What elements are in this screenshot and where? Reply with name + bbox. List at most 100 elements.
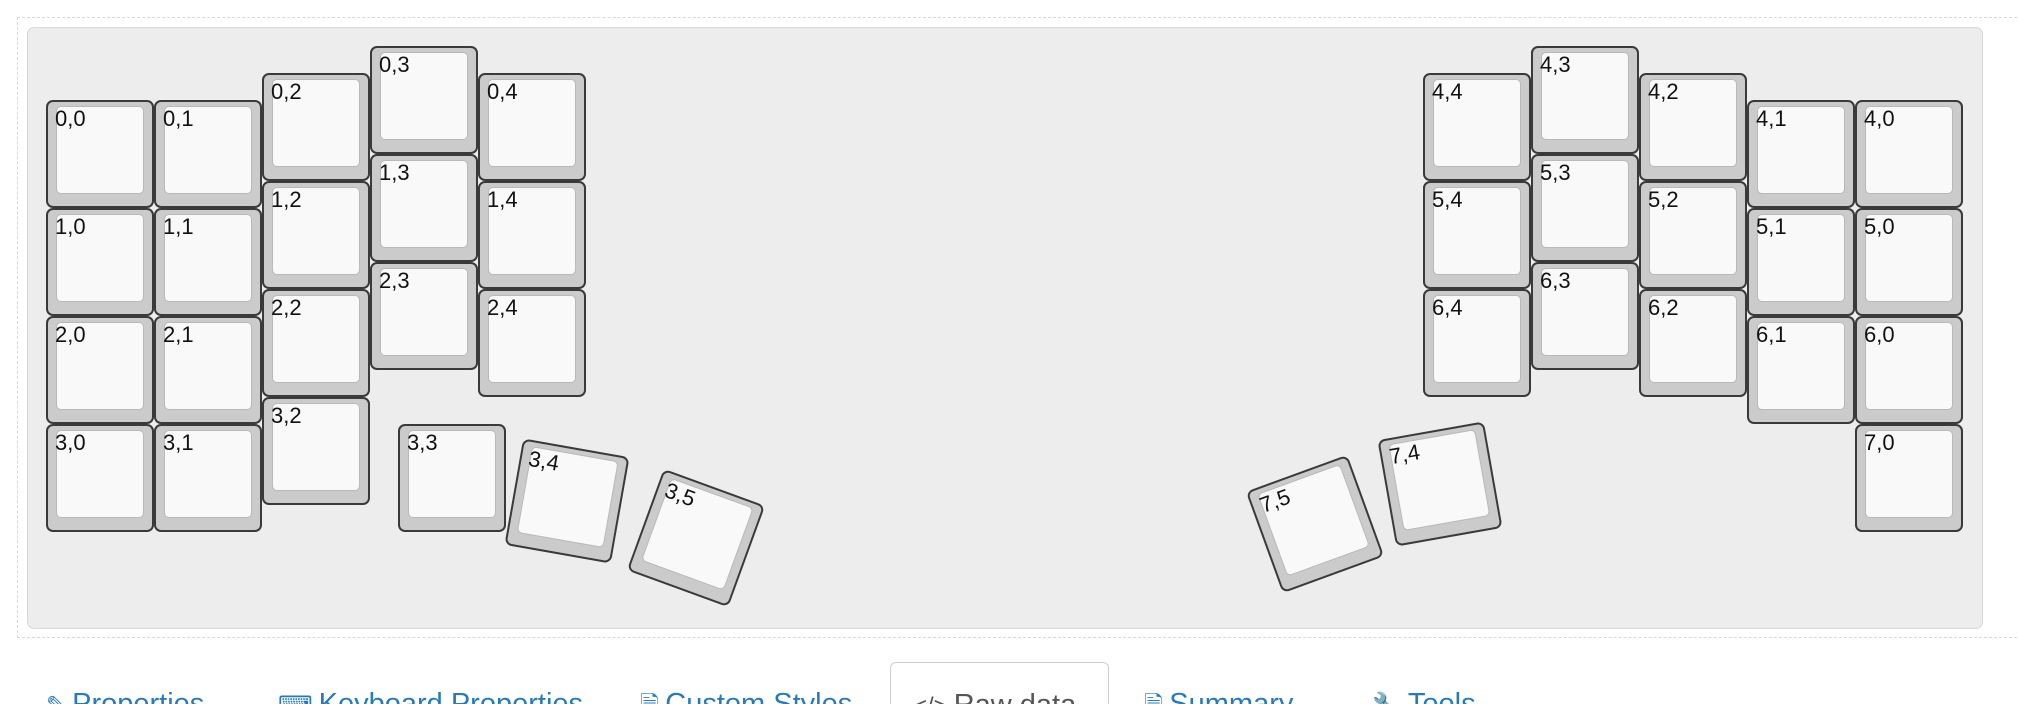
key[interactable]: 6,1 — [1747, 316, 1855, 424]
key[interactable]: 4,2 — [1639, 73, 1747, 181]
key[interactable]: 4,3 — [1531, 46, 1639, 154]
key-legend: 6,1 — [1756, 322, 1787, 347]
keycap-top — [56, 106, 144, 194]
key-legend: 3,4 — [526, 445, 562, 476]
key-legend: 2,3 — [379, 268, 410, 293]
key[interactable]: 5,2 — [1639, 181, 1747, 289]
keycap-top — [1649, 295, 1737, 383]
keycap-top — [164, 322, 252, 410]
key-legend: 3,3 — [407, 430, 438, 455]
key[interactable]: 0,0 — [46, 100, 154, 208]
key[interactable]: 0,2 — [262, 73, 370, 181]
key[interactable]: 0,4 — [478, 73, 586, 181]
tab-tools[interactable]: 🔧Tools — [1350, 662, 1498, 704]
key-legend: 5,3 — [1540, 160, 1571, 185]
file-icon: 🗎 — [640, 690, 659, 704]
key[interactable]: 5,4 — [1423, 181, 1531, 289]
keycap-top — [164, 106, 252, 194]
keycap-top — [272, 403, 360, 491]
key[interactable]: 7,5 — [1245, 454, 1385, 594]
keyboard-icon: ⌨ — [278, 690, 313, 704]
key[interactable]: 2,1 — [154, 316, 262, 424]
keycap-top — [56, 214, 144, 302]
tab-label: Summary — [1169, 688, 1294, 704]
keycap-top — [1649, 79, 1737, 167]
keycap-top — [380, 52, 468, 140]
keycap-top — [1541, 52, 1629, 140]
key[interactable]: 4,4 — [1423, 73, 1531, 181]
key[interactable]: 2,4 — [478, 289, 586, 397]
file-icon: 🗎 — [1144, 690, 1163, 704]
key[interactable]: 7,4 — [1377, 421, 1503, 547]
tab-summary[interactable]: 🗎 Summary — [1122, 662, 1315, 704]
keycap-top — [1865, 322, 1953, 410]
key[interactable]: 5,1 — [1747, 208, 1855, 316]
key[interactable]: 6,0 — [1855, 316, 1963, 424]
editor-tabs: ✎Properties ⌨Keyboard Properties 🗎 Custom… — [0, 660, 2018, 704]
tab-keyboard-properties[interactable]: ⌨Keyboard Properties — [256, 662, 605, 704]
keycap-top — [1757, 106, 1845, 194]
key-legend: 4,0 — [1864, 106, 1895, 131]
key[interactable]: 2,2 — [262, 289, 370, 397]
keycap-top — [1865, 214, 1953, 302]
key[interactable]: 1,4 — [478, 181, 586, 289]
key[interactable]: 2,0 — [46, 316, 154, 424]
keycap-top — [272, 295, 360, 383]
key-legend: 6,0 — [1864, 322, 1895, 347]
keycap-top — [1757, 322, 1845, 410]
key[interactable]: 1,1 — [154, 208, 262, 316]
key[interactable]: 7,0 — [1855, 424, 1963, 532]
key-legend: 2,1 — [163, 322, 194, 347]
key[interactable]: 4,0 — [1855, 100, 1963, 208]
key-legend: 0,1 — [163, 106, 194, 131]
tab-label: Tools — [1407, 688, 1476, 704]
key[interactable]: 3,3 — [398, 424, 506, 532]
key[interactable]: 2,3 — [370, 262, 478, 370]
key[interactable]: 1,3 — [370, 154, 478, 262]
key[interactable]: 5,0 — [1855, 208, 1963, 316]
key[interactable]: 0,3 — [370, 46, 478, 154]
key[interactable]: 1,0 — [46, 208, 154, 316]
keycap-top — [1865, 106, 1953, 194]
tab-label: Custom Styles — [665, 688, 853, 704]
keycap-top — [1541, 160, 1629, 248]
key[interactable]: 3,1 — [154, 424, 262, 532]
key[interactable]: 6,3 — [1531, 262, 1639, 370]
key[interactable]: 3,2 — [262, 397, 370, 505]
tab-properties[interactable]: ✎Properties — [24, 662, 226, 704]
tab-custom-styles[interactable]: 🗎 Custom Styles — [618, 662, 874, 704]
keycap-top — [640, 477, 754, 591]
key-legend: 4,1 — [1756, 106, 1787, 131]
key-legend: 4,2 — [1648, 79, 1679, 104]
key[interactable]: 6,4 — [1423, 289, 1531, 397]
key-legend: 1,3 — [379, 160, 410, 185]
key-legend: 5,2 — [1648, 187, 1679, 212]
key[interactable]: 1,2 — [262, 181, 370, 289]
editor-frame — [17, 17, 2018, 638]
key-legend: 5,1 — [1756, 214, 1787, 239]
keycap-top — [1541, 268, 1629, 356]
key-legend: 0,3 — [379, 52, 410, 77]
keycap-top — [164, 214, 252, 302]
key[interactable]: 4,1 — [1747, 100, 1855, 208]
keycap-top — [1865, 430, 1953, 518]
key-legend: 1,1 — [163, 214, 194, 239]
key[interactable]: 0,1 — [154, 100, 262, 208]
keycap-top — [408, 430, 496, 518]
tab-label: Properties — [72, 688, 205, 704]
code-icon: </> — [913, 691, 948, 704]
key-legend: 5,4 — [1432, 187, 1463, 212]
keyboard-canvas[interactable]: 0,0 0,1 0,2 0,3 0,4 1,0 1,1 1,2 1,3 1,4 … — [27, 27, 1983, 629]
tab-raw-data[interactable]: </>Raw data — [890, 662, 1109, 704]
key[interactable]: 6,2 — [1639, 289, 1747, 397]
keycap-top — [488, 295, 576, 383]
keycap-top — [1433, 187, 1521, 275]
key[interactable]: 5,3 — [1531, 154, 1639, 262]
key[interactable]: 3,4 — [504, 438, 630, 564]
keycap-top — [488, 79, 576, 167]
key[interactable]: 3,0 — [46, 424, 154, 532]
key[interactable]: 3,5 — [626, 468, 766, 608]
key-legend: 4,4 — [1432, 79, 1463, 104]
key-legend: 6,2 — [1648, 295, 1679, 320]
